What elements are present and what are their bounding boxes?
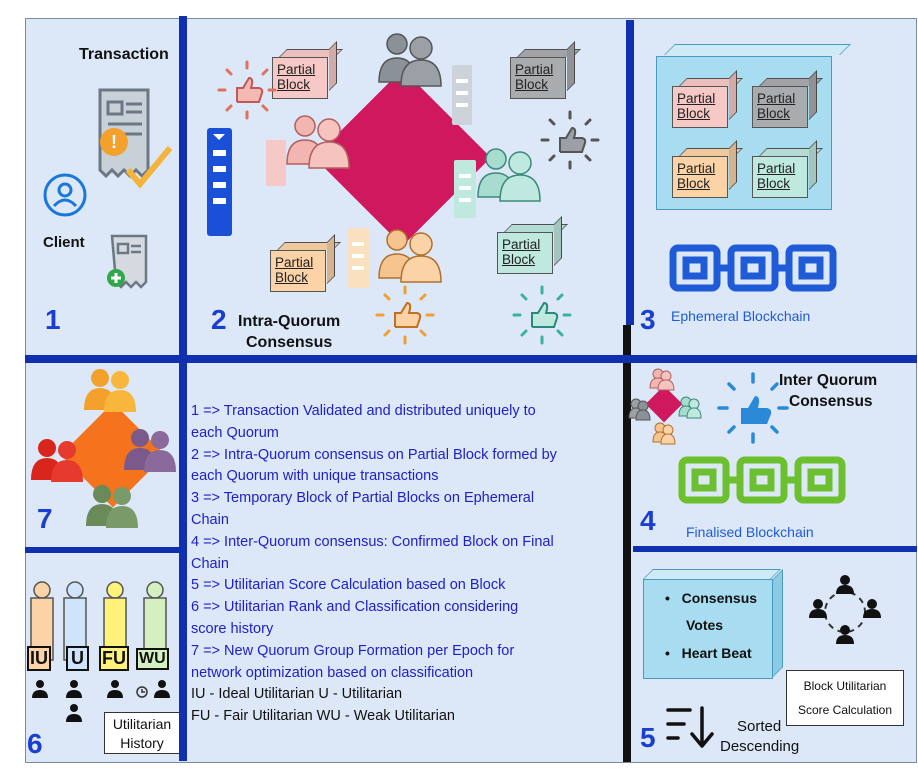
panel-2-number: 2 (211, 304, 227, 335)
desc-line: 6 => Utilitarian Rank and Classification… (191, 599, 519, 616)
panel-4-number: 4 (640, 505, 656, 536)
desc-line: Chain (191, 511, 229, 528)
thumbs-up-icon-gray (540, 110, 600, 170)
bullet-heart-beat: • Heart Beat (665, 645, 752, 661)
votes-box-side (773, 569, 783, 677)
ephemeral-container-top (664, 44, 851, 55)
ranked-users-icons (32, 680, 170, 722)
desc-line: score history (191, 620, 274, 637)
legend-line2: FU - Fair Utilitarian WU - Weak Utilitar… (191, 708, 455, 725)
panel-5-number: 5 (640, 722, 656, 753)
users-icon-orange (378, 229, 442, 283)
legend-line1: IU - Ideal Utilitarian U - Utilitarian (191, 686, 403, 703)
badge-label-wu: WU (136, 648, 169, 670)
ephemeral-blockchain-label: Ephemeral Blockchain (671, 308, 811, 324)
network-users-icon (809, 575, 881, 644)
thumbs-up-icon-teal (512, 285, 572, 345)
sorted-line1: Sorted (737, 718, 782, 735)
finalised-blockchain-label: Finalised Blockchain (686, 524, 814, 540)
users-icon-purple (124, 429, 176, 472)
finalised-chain-icon (678, 456, 846, 504)
panel-7-number: 7 (37, 503, 53, 534)
transaction-queue-icon (207, 128, 232, 236)
utilitarian-history-box: Utilitarian History (104, 712, 180, 754)
desc-line: 7 => New Quorum Group Formation per Epoc… (191, 642, 515, 659)
panel-6-number: 6 (27, 728, 43, 759)
votes-box (643, 579, 773, 679)
queue-icon-gray (452, 65, 472, 125)
desc-line: 3 => Temporary Block of Partial Blocks o… (191, 490, 535, 507)
desc-line: each Quorum with unique transactions (191, 468, 439, 485)
divider-h2-right (633, 546, 917, 552)
users-icon-red (31, 439, 83, 482)
inter-quorum-title-line1: Inter Quorum (779, 372, 878, 389)
users-icon-green (86, 485, 138, 528)
queue-icon-teal (454, 160, 476, 218)
inter-quorum-users-icon (628, 368, 702, 445)
badge-label-iu: IU (27, 646, 51, 671)
users-icon-gray (378, 33, 442, 87)
transaction-document-icon: ! (98, 88, 173, 189)
thumbs-up-icon-pink (217, 60, 277, 120)
desc-line: network optimization based on classifica… (191, 664, 474, 681)
bullet-votes: Votes (686, 617, 724, 633)
desc-line: 4 => Inter-Quorum consensus: Confirmed B… (191, 533, 554, 550)
intra-quorum-title-line2: Consensus (246, 334, 333, 351)
score-line1: Block Utilitarian (803, 679, 887, 693)
badge-label-fu: FU (99, 646, 129, 671)
divider-v2-bottom (623, 325, 631, 762)
divider-h1 (25, 355, 917, 363)
ephemeral-chain-icon (669, 244, 837, 292)
desc-line: each Quorum (191, 424, 279, 441)
client-label: Client (43, 234, 85, 251)
history-line2: History (120, 735, 164, 751)
panel-3-number: 3 (640, 304, 656, 335)
sort-descending-icon (666, 706, 714, 748)
users-icon-pink (286, 115, 350, 169)
queue-icon-pink (266, 140, 286, 186)
panel-1-number: 1 (45, 304, 61, 335)
users-icon-yellow (84, 369, 136, 412)
utilitarian-badges (30, 581, 167, 661)
intra-quorum-title-line1: Intra-Quorum (238, 313, 341, 330)
bullet-consensus: • Consensus (665, 590, 758, 606)
queue-icon-orange (347, 228, 369, 288)
client-icon (43, 173, 87, 217)
desc-line: 2 => Intra-Quorum consensus on Partial B… (191, 446, 557, 463)
divider-v2-top (626, 20, 634, 325)
score-calculation-box: Block Utilitarian Score Calculation (786, 670, 904, 726)
inter-quorum-title-line2: Consensus (789, 393, 873, 410)
divider-v1 (179, 16, 187, 761)
desc-line: 1 => Transaction Validated and distribut… (191, 403, 536, 419)
badge-label-u: U (66, 646, 89, 671)
svg-text:!: ! (111, 132, 117, 152)
users-icon-teal (477, 148, 541, 202)
history-line1: Utilitarian (112, 716, 172, 732)
desc-line: 5 => Utilitarian Score Calculation based… (191, 577, 506, 594)
votes-box-top (643, 569, 781, 579)
thumbs-up-icon-blue (717, 372, 789, 444)
sorted-line2: Descending (720, 738, 800, 755)
divider-h2-left (25, 547, 183, 553)
score-line2: Score Calculation (797, 703, 893, 717)
desc-line: Chain (191, 555, 229, 572)
step-descriptions: 1 => Transaction Validated and distribut… (191, 401, 631, 728)
transaction-label: Transaction (79, 46, 169, 63)
thumbs-up-icon-orange (375, 285, 435, 345)
new-transaction-icon (107, 234, 148, 289)
